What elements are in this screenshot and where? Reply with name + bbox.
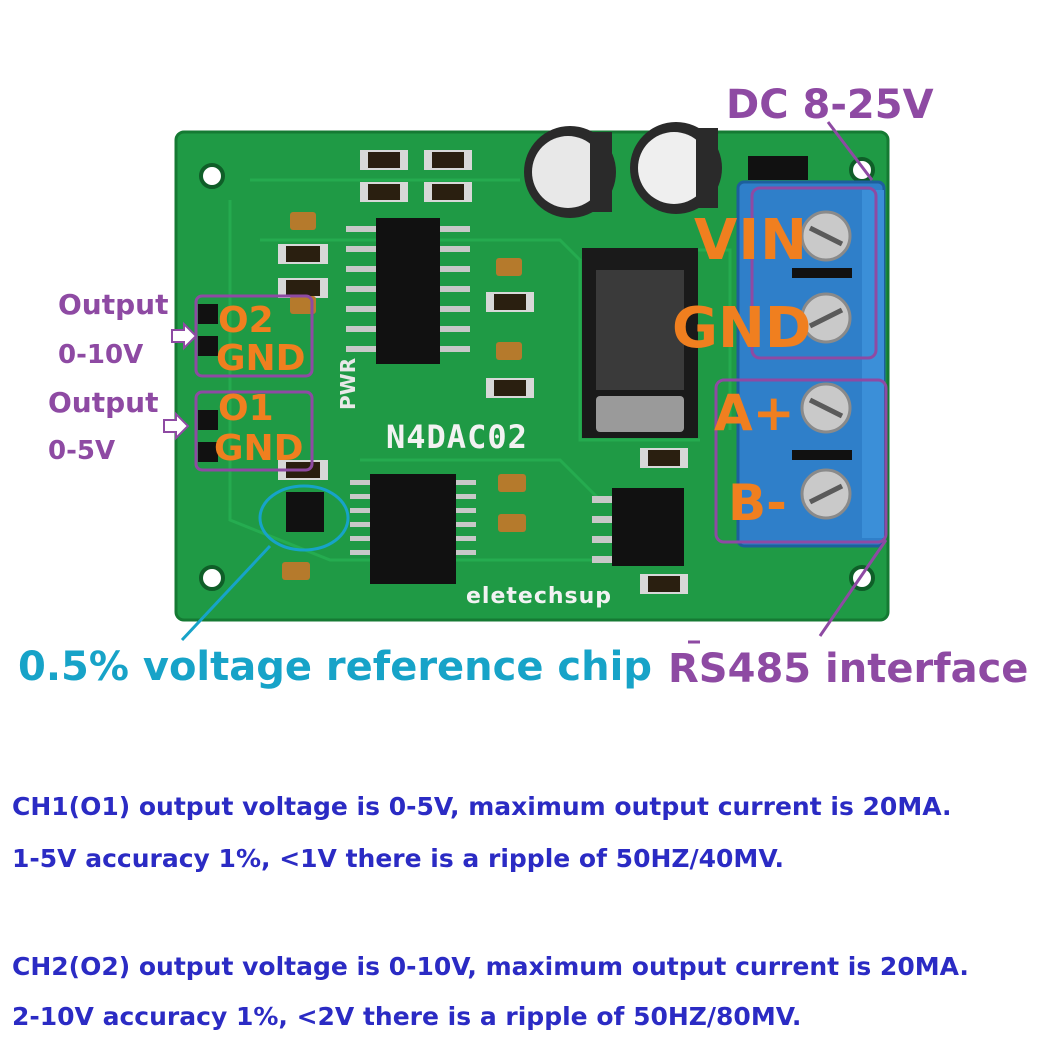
reference-chip-label: 0.5% voltage reference chip [18,644,652,690]
gnd-o2-label: GND [216,338,306,379]
vin-label: VIN [694,208,809,273]
output-a-label: Output [58,288,169,321]
pwr-silkscreen: PWR [336,357,360,410]
b-minus-label: B- [728,474,787,532]
gnd-o1-label: GND [214,428,304,469]
o2-label: O2 [218,300,274,341]
brand-silkscreen: eletechsup [466,584,613,609]
pcb-traces [228,178,732,562]
gnd-power-label: GND [672,296,812,361]
ch1-spec-line-2: 1-5V accuracy 1%, <1V there is a ripple … [12,844,784,873]
range-b-label: 0-5V [48,436,116,466]
pin-headers [198,304,218,462]
arrow-icons [163,321,198,441]
reference-chip-highlight [258,484,350,552]
dc-supply-label: DC 8-25V [726,82,934,128]
ch2-spec-line-2: 2-10V accuracy 1%, <2V there is a ripple… [12,1002,802,1031]
voltage-regulator [582,248,698,438]
output-b-label: Output [48,386,159,419]
range-a-label: 0-10V [58,340,144,370]
ch1-spec-line-1: CH1(O1) output voltage is 0-5V, maximum … [12,792,952,821]
leader-lines [180,121,888,644]
rs485-label: RS485 interface [668,646,1029,692]
terminal-block [736,180,886,548]
integrated-circuits [286,218,684,584]
o1-label: O1 [218,388,274,429]
ch2-spec-line-1: CH2(O2) output voltage is 0-10V, maximum… [12,952,969,981]
a-plus-label: A+ [714,384,795,442]
electrolytic-capacitors [524,122,722,218]
ic-pins [346,226,612,563]
board-name-silkscreen: N4DAC02 [386,418,528,456]
